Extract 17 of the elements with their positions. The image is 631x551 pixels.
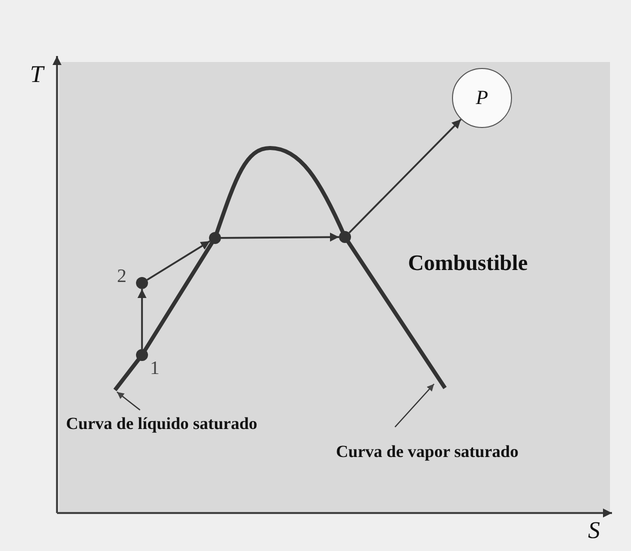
state-point [136,349,148,361]
curve-label: Curva de líquido saturado [66,412,266,436]
state-point [209,232,221,244]
region-label: Combustible [408,250,528,276]
curve-label: Curva de vapor saturado [336,440,536,464]
axis-label: T [30,62,44,89]
point-number: 1 [150,358,160,380]
process-arrow [221,232,339,242]
process-arrow [348,118,462,234]
process-arrow [138,289,146,349]
point-number: 2 [117,266,126,288]
state-point [136,277,148,289]
process-arrow [146,240,210,281]
state-point [339,231,351,243]
leader-line [116,392,140,410]
leader-line [394,384,434,428]
axis-label: S [588,518,600,545]
